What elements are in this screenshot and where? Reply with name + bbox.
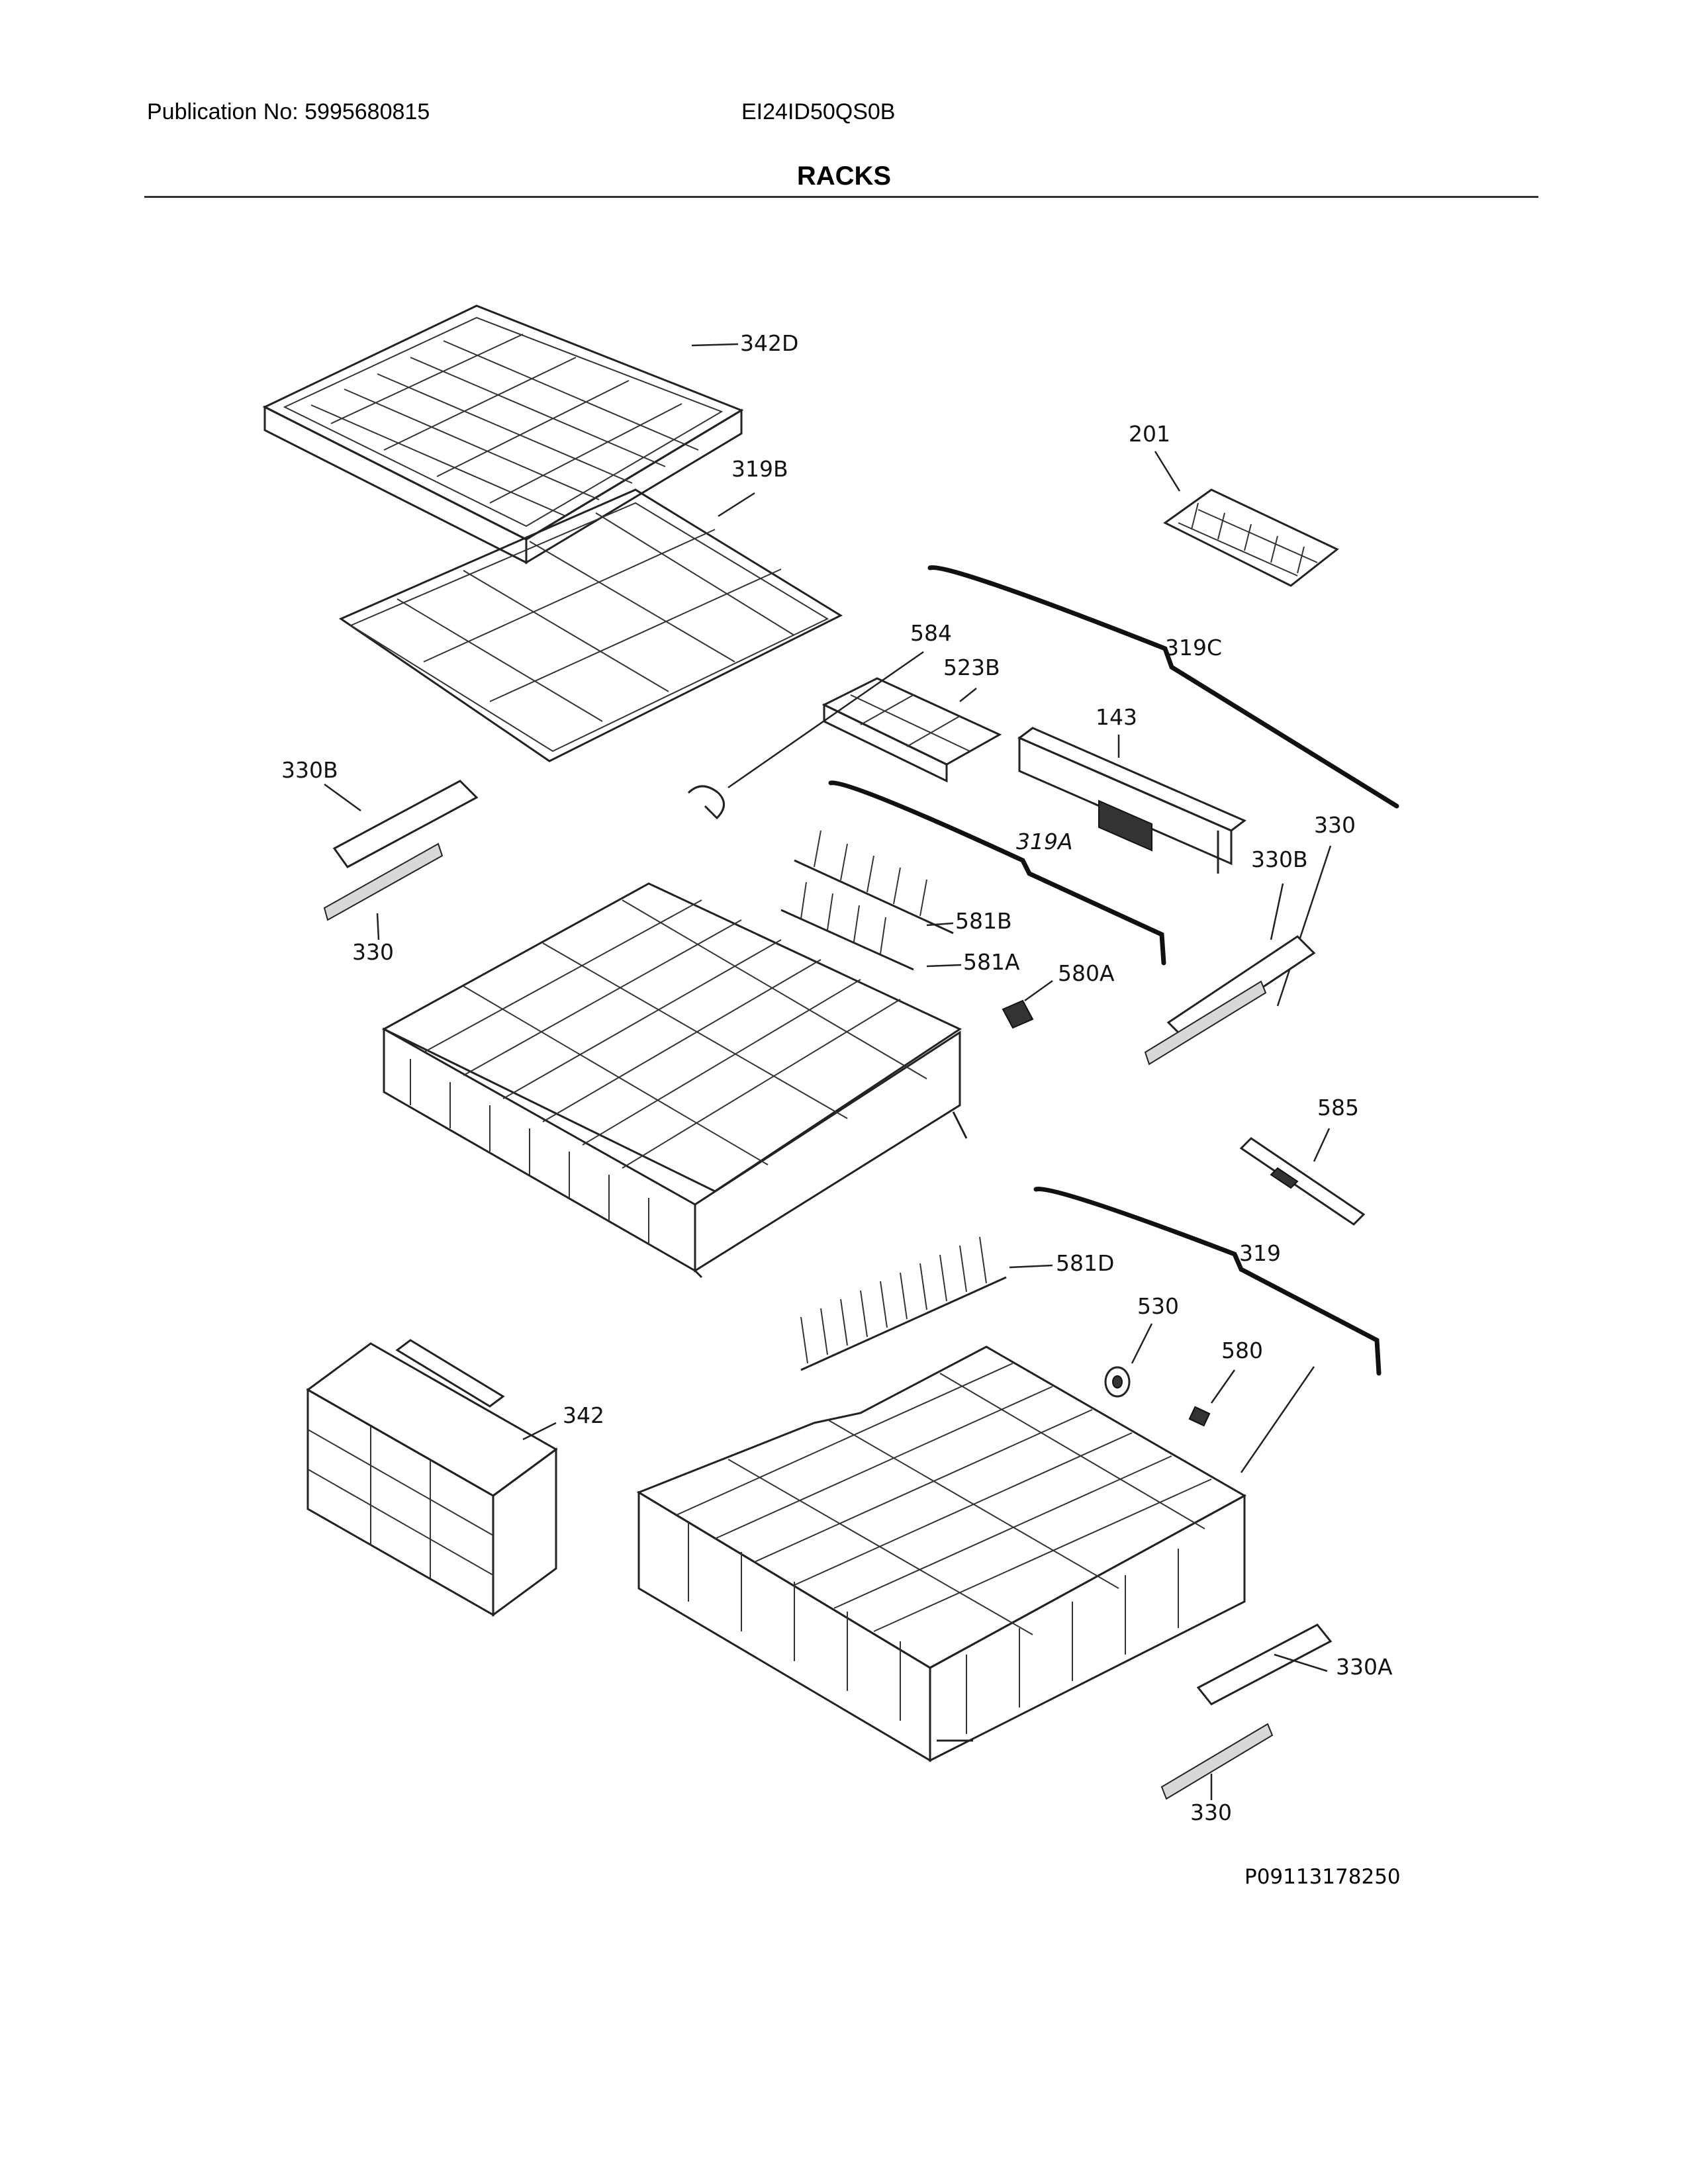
leader-530: [1131, 1323, 1153, 1364]
callout-330A: 330A: [1336, 1654, 1393, 1680]
callout-581A: 581A: [963, 949, 1020, 975]
part-201-tine-clip: [1163, 488, 1339, 587]
callout-342: 342: [563, 1402, 604, 1428]
leader-201: [1154, 451, 1181, 492]
part-319A-rail: [828, 780, 1166, 966]
part-330-right-strip: [1144, 980, 1267, 1066]
leader-581A: [926, 964, 962, 968]
part-580-clip: [1188, 1406, 1211, 1427]
part-581A-tine-row: [780, 882, 914, 971]
part-584-clip: [687, 785, 725, 820]
callout-330B-right: 330B: [1251, 846, 1308, 872]
part-319-rail: [1033, 1187, 1382, 1376]
part-330B-left-cover: [332, 780, 479, 868]
callout-580A: 580A: [1058, 960, 1115, 986]
callout-580: 580: [1221, 1338, 1263, 1363]
part-530-wheel: [1104, 1366, 1131, 1398]
leader-580A: [1024, 979, 1053, 1002]
leader-342D: [691, 343, 739, 347]
leader-342: [522, 1422, 557, 1441]
callout-319A: 319A: [1016, 829, 1073, 854]
callout-581B: 581B: [955, 908, 1012, 934]
leader-319B: [718, 492, 755, 518]
part-319B-rack-frame: [338, 488, 843, 762]
tray-grid: [310, 334, 699, 517]
part-342-silverware-basket: [306, 1339, 558, 1617]
callout-342D: 342D: [740, 330, 798, 356]
upper-dish-rack: [381, 882, 968, 1279]
figure-id: P09113178250: [1244, 1865, 1401, 1889]
leader-585: [1313, 1128, 1331, 1162]
leader-584: [727, 651, 924, 789]
callout-319: 319: [1239, 1240, 1281, 1266]
leader-330A: [1274, 1653, 1328, 1672]
publication-number: Publication No: 5995680815: [147, 99, 430, 124]
callout-330-left: 330: [352, 939, 394, 965]
leader-523B: [959, 688, 977, 702]
part-330A-cover: [1196, 1623, 1333, 1706]
leader-lower-rack: [1240, 1366, 1315, 1473]
callout-330B-left: 330B: [281, 757, 338, 783]
callout-319B: 319B: [731, 456, 788, 482]
leader-330-right: [1276, 845, 1332, 1007]
callout-581D: 581D: [1056, 1250, 1114, 1276]
lower-dish-rack: [636, 1345, 1247, 1762]
part-342D-cutlery-tray: [262, 304, 744, 565]
part-330-bottom-strip: [1160, 1723, 1274, 1800]
part-581B-tine-row: [794, 830, 954, 934]
section-title: RACKS: [796, 161, 892, 191]
leader-330B-left: [324, 783, 361, 812]
leader-330-left: [376, 913, 380, 940]
leader-581D: [1009, 1264, 1053, 1269]
callout-330-right: 330: [1314, 812, 1356, 838]
part-580A-clip: [1002, 999, 1034, 1029]
part-581D-tine-row: [800, 1236, 1007, 1371]
callout-330-bottom: 330: [1190, 1799, 1232, 1825]
leader-330B-right: [1270, 883, 1284, 940]
part-523B-cup-shelf: [821, 677, 1002, 783]
callout-143: 143: [1096, 704, 1137, 730]
part-585-stopper: [1239, 1137, 1366, 1226]
leader-581B: [926, 922, 954, 927]
part-330B-right-cover: [1166, 935, 1316, 1040]
part-330-left-strip: [323, 842, 444, 921]
model-number: EI24ID50QS0B: [741, 99, 896, 124]
callout-584: 584: [910, 620, 952, 646]
callout-523B: 523B: [943, 655, 1000, 680]
callout-530: 530: [1137, 1293, 1179, 1319]
callout-319C: 319C: [1165, 635, 1222, 660]
part-143-bracket: [1017, 727, 1246, 874]
callout-585: 585: [1317, 1095, 1359, 1120]
callout-201: 201: [1129, 421, 1170, 447]
part-319C-rail: [927, 565, 1399, 809]
leader-580: [1210, 1369, 1236, 1404]
header-divider: [144, 196, 1538, 198]
